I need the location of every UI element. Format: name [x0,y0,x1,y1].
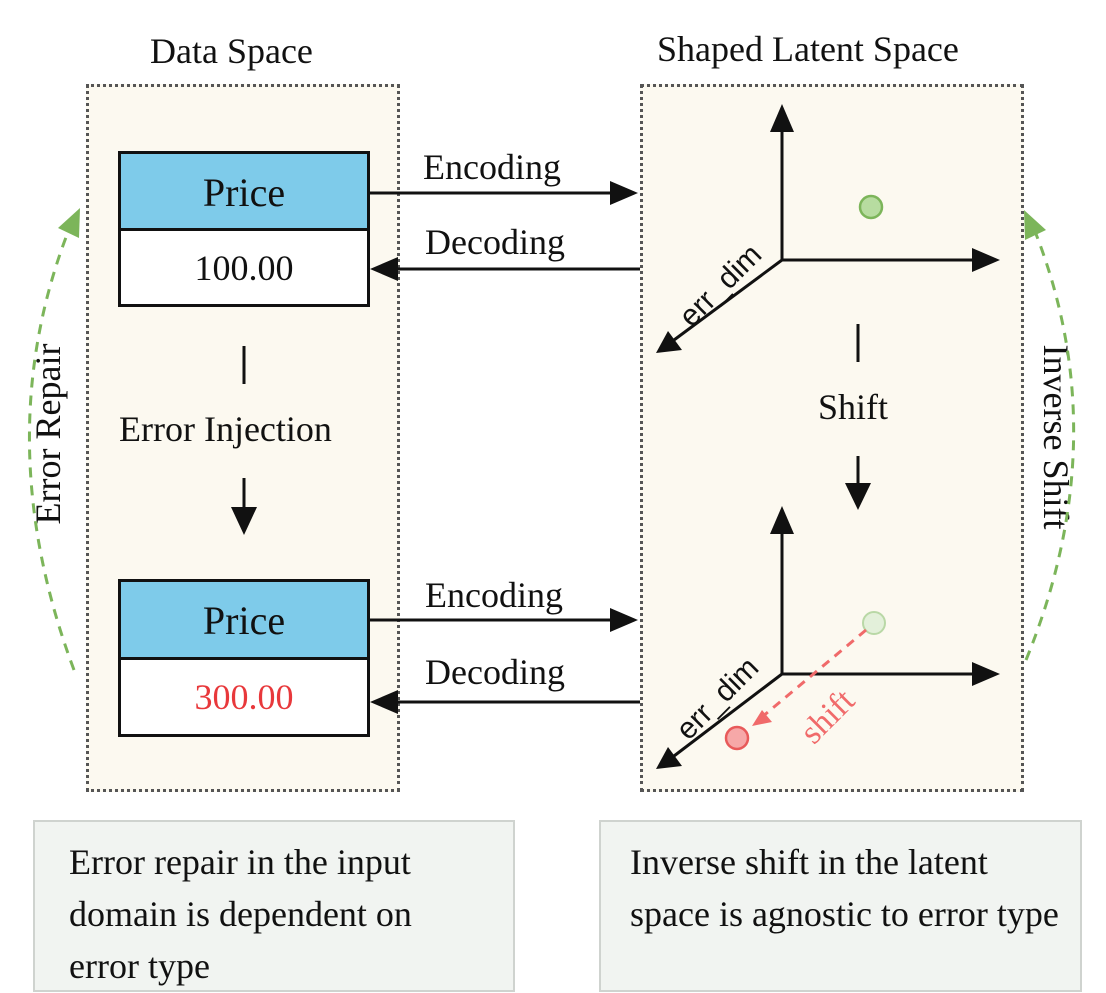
note-left: Error repair in the input domain is depe… [33,820,515,992]
latent-point-shifted [724,725,750,751]
latent-axes-top [656,104,1000,353]
latent-axes-bottom [656,506,1000,769]
decoding-label-bottom: Decoding [425,652,565,692]
price-header-clean: Price [118,151,370,230]
decoding-label-top: Decoding [425,222,565,262]
note-right-text: Inverse shift in the latent space is agn… [630,842,1059,934]
price-value-clean: 100.00 [118,228,370,307]
price-value-error: 300.00 [118,657,370,737]
data-space-title: Data Space [150,31,313,71]
latent-point-original [862,611,886,635]
encoding-arrow-bottom [370,608,638,632]
note-right: Inverse shift in the latent space is agn… [599,820,1082,992]
shift-vector [761,628,867,719]
error-injection-label: Error Injection [119,409,332,449]
price-header-error: Price [118,579,370,659]
shift-label: Shift [818,387,889,427]
latent-point-clean [858,194,884,220]
decoding-arrow-top [370,257,640,281]
encoding-arrow-top [370,181,638,205]
inverse-shift-arrow [1024,210,1076,661]
decoding-arrow-bottom [370,690,640,714]
latent-space-title: Shaped Latent Space [657,29,959,69]
error-injection-arrow [231,346,257,535]
note-left-text: Error repair in the input domain is depe… [69,842,412,986]
shift-arrow [845,324,871,510]
encoding-label-top: Encoding [423,147,561,187]
encoding-label-bottom: Encoding [425,575,563,615]
error-repair-arrow [28,208,80,671]
